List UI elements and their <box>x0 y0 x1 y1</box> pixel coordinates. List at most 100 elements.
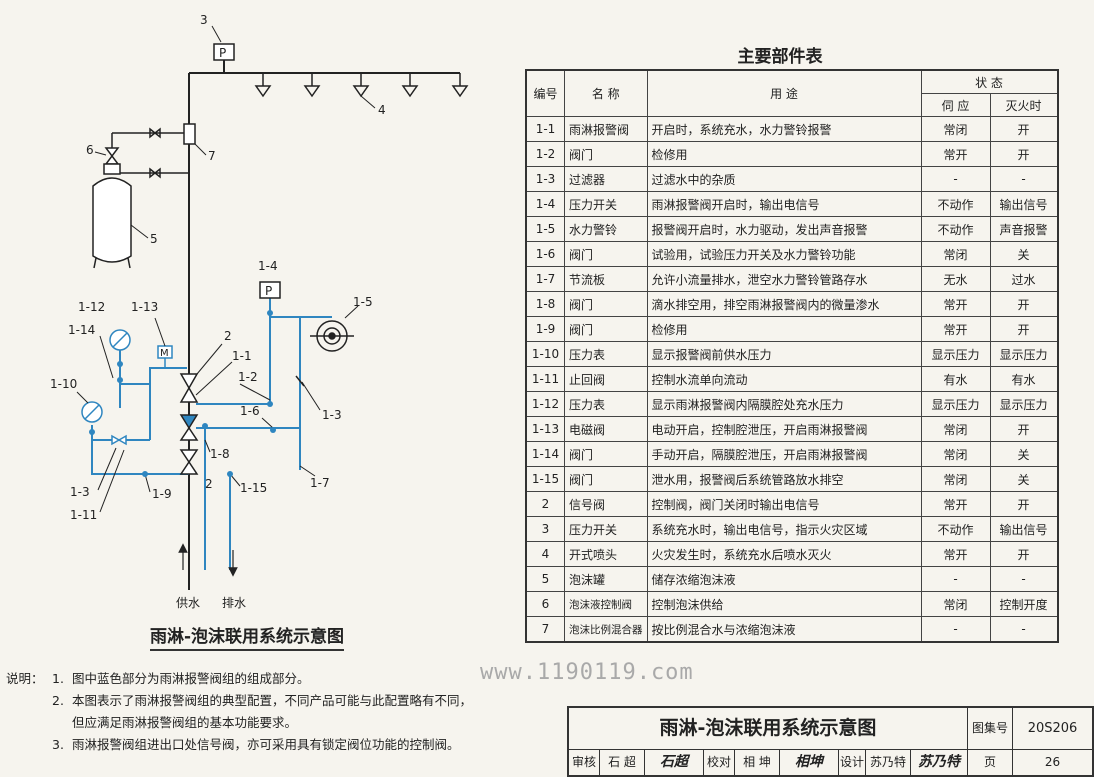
part-use: 显示报警阀前供水压力 <box>646 341 922 367</box>
label-1-14: 1-14 <box>68 323 95 337</box>
header-state: 状 态 <box>920 69 1058 94</box>
label-1-2: 1-2 <box>238 370 258 384</box>
part-use: 储存浓缩泡沫液 <box>646 566 922 592</box>
part-state-standby: 常闭 <box>920 416 991 442</box>
open-sprinkler-heads <box>254 73 469 98</box>
part-number: 1-10 <box>525 341 565 367</box>
part-state-fire: 显示压力 <box>989 341 1058 367</box>
water-bell-1-5 <box>310 320 354 352</box>
label-1-8: 1-8 <box>210 447 230 461</box>
part-state-standby: 常开 <box>920 491 991 517</box>
part-use: 检修用 <box>646 316 922 342</box>
part-use: 开启时，系统充水，水力警铃报警 <box>646 116 922 142</box>
part-state-fire: 输出信号 <box>989 516 1058 542</box>
part-use: 系统充水时，输出电信号，指示火灾区域 <box>646 516 922 542</box>
label-1-4: 1-4 <box>258 259 278 273</box>
part-state-standby: 常开 <box>920 291 991 317</box>
parts-table-title: 主要部件表 <box>737 47 823 67</box>
part-number: 1-14 <box>525 441 565 467</box>
part-number: 1-13 <box>525 416 565 442</box>
part-name: 水力警铃 <box>564 216 648 242</box>
part-name: 信号阀 <box>564 491 648 517</box>
part-use: 雨淋报警阀开启时，输出电信号 <box>646 191 922 217</box>
part-number: 4 <box>525 541 565 567</box>
header-standby: 伺 应 <box>920 93 991 117</box>
note-row: 说明： 1. 图中蓝色部分为雨淋报警阀组的组成部分。 <box>6 668 472 690</box>
part-state-fire: 关 <box>989 241 1058 267</box>
part-state-fire: 输出信号 <box>989 191 1058 217</box>
part-state-standby: 显示压力 <box>920 341 991 367</box>
part-number: 1-7 <box>525 266 565 292</box>
part-use: 按比例混合水与浓缩泡沫液 <box>646 616 922 643</box>
review-label: 审核 <box>569 750 600 775</box>
part-state-standby: - <box>920 616 991 643</box>
note-num: 2. <box>52 693 64 708</box>
label-1-6: 1-6 <box>240 404 260 418</box>
part-number: 7 <box>525 616 565 643</box>
foam-tank-5 <box>92 163 132 269</box>
part-use: 火灾发生时，系统充水后喷水灭火 <box>646 541 922 567</box>
part-name: 压力表 <box>564 391 648 417</box>
label-2-bottom: 2 <box>205 477 213 491</box>
foam-proportioner-7 <box>111 123 196 179</box>
p2-label: P <box>265 284 272 298</box>
supply-label: 供水 <box>176 596 200 610</box>
checker-name: 相 坤 <box>735 750 780 775</box>
note-text: 本图表示了雨淋报警阀组的典型配置，不同产品可能与此配置略有不同， <box>72 693 473 708</box>
part-name: 节流板 <box>564 266 648 292</box>
part-name: 泡沫罐 <box>564 566 648 592</box>
part-state-fire: 开 <box>989 116 1058 142</box>
note-text: 图中蓝色部分为雨淋报警阀组的组成部分。 <box>72 671 310 686</box>
note-row: 但应满足雨淋报警阀组的基本功能要求。 <box>6 712 472 734</box>
diagram-caption: 雨淋-泡沫联用系统示意图 <box>150 622 345 651</box>
part-number: 5 <box>525 566 565 592</box>
label-1-9: 1-9 <box>152 487 172 501</box>
part-name: 电磁阀 <box>564 416 648 442</box>
check-label: 校对 <box>704 750 735 775</box>
part-number: 1-6 <box>525 241 565 267</box>
part-state-fire: - <box>989 166 1058 192</box>
part-use: 检修用 <box>646 141 922 167</box>
part-name: 止回阀 <box>564 366 648 392</box>
part-name: 阀门 <box>564 291 648 317</box>
atlas-number: 20S206 <box>1027 721 1078 736</box>
note-text: 但应满足雨淋报警阀组的基本功能要求。 <box>72 715 298 730</box>
part-state-fire: 关 <box>989 466 1058 492</box>
part-state-standby: 无水 <box>920 266 991 292</box>
part-name: 阀门 <box>564 441 648 467</box>
part-state-standby: 常闭 <box>920 116 991 142</box>
part-state-fire: 过水 <box>989 266 1058 292</box>
part-state-standby: 不动作 <box>920 516 991 542</box>
part-number: 1-9 <box>525 316 565 342</box>
reviewer-signature: 石超 <box>645 750 704 775</box>
label-5: 5 <box>150 232 158 246</box>
label-4: 4 <box>378 103 386 117</box>
designer-name: 苏乃特 <box>866 750 911 775</box>
designer-signature: 苏乃特 <box>911 750 968 775</box>
notes-label: 说明： <box>6 671 44 686</box>
part-number: 6 <box>525 591 565 617</box>
system-schematic: P 3 4 7 6 5 <box>50 13 469 610</box>
p-label: P <box>219 46 226 60</box>
part-state-fire: 开 <box>989 416 1058 442</box>
label-3: 3 <box>200 13 208 27</box>
part-use: 显示雨淋报警阀内隔膜腔处充水压力 <box>646 391 922 417</box>
part-name: 阀门 <box>564 316 648 342</box>
part-name: 泡沫比例混合器 <box>564 616 648 643</box>
label-1-15: 1-15 <box>240 481 267 495</box>
header-name: 名 称 <box>564 69 648 117</box>
part-state-fire: 关 <box>989 441 1058 467</box>
